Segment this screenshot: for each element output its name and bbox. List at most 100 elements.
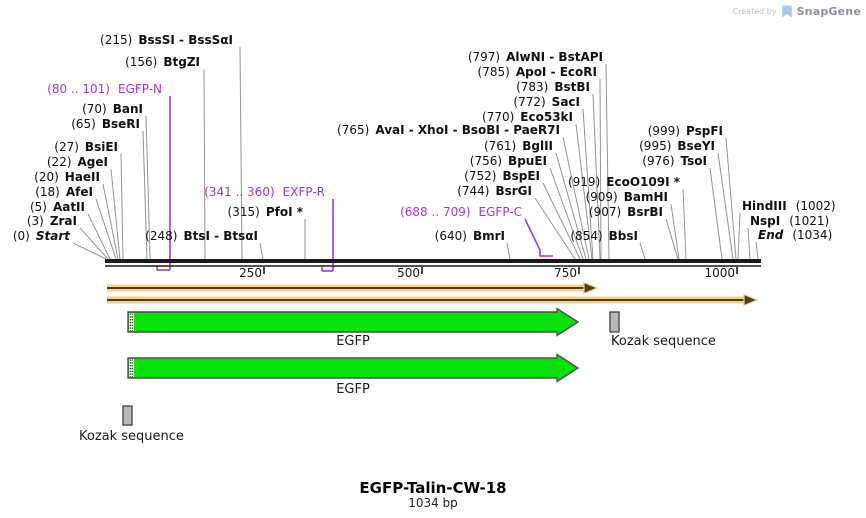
site-label-nspi[interactable]: NspI(1021) xyxy=(750,215,829,228)
label-name: BsiEI xyxy=(84,140,118,154)
label-position: (341 .. 360) xyxy=(204,185,275,199)
site-label-bspei[interactable]: (752)BspEI xyxy=(464,170,540,183)
label-name: BpuEI xyxy=(508,154,547,168)
site-label-bsssi[interactable]: (215)BssSI - BssSαI xyxy=(100,34,233,47)
site-label-end[interactable]: End(1034) xyxy=(758,229,832,242)
site-label-tsoi[interactable]: (976)TsoI xyxy=(642,155,707,168)
enzyme-leader-line xyxy=(747,227,751,260)
label-name: ZraI xyxy=(49,214,77,228)
site-label-start[interactable]: (0) Start xyxy=(13,230,70,243)
site-label-pspfi[interactable]: (999)PspFI xyxy=(648,125,723,138)
label-position: (772) xyxy=(513,95,546,109)
label-position: (0) xyxy=(12,229,30,243)
site-label-bseyi[interactable]: (995)BseYI xyxy=(639,140,715,153)
label-name: BstBI xyxy=(554,80,590,94)
site-label-ecoo109i[interactable]: (919)EcoO109I * xyxy=(568,176,680,189)
site-label-bmri[interactable]: (640)BmrI xyxy=(435,230,505,243)
label-name: HindIII xyxy=(742,199,787,213)
site-label-pfoi[interactable]: (315)PfoI * xyxy=(228,206,303,219)
snapgene-brand: SnapGene xyxy=(796,5,861,18)
label-position: (756) xyxy=(469,154,503,168)
site-label-saci[interactable]: (772) SacI xyxy=(513,96,580,109)
site-label-bbsi[interactable]: (854)BbsI xyxy=(570,230,638,243)
enzyme-leader-line xyxy=(102,183,119,260)
primer-label-exfp-r[interactable]: (341 .. 360) EXFP-R xyxy=(204,186,325,199)
site-label-agei[interactable]: (22) AgeI xyxy=(47,156,108,169)
label-name: Eco53kI xyxy=(520,110,573,124)
frame-arrow-head xyxy=(583,281,599,295)
site-label-bpuei[interactable]: (756) BpuEI xyxy=(470,155,547,168)
plasmid-length: 1034 bp xyxy=(408,496,458,510)
site-label-bsrbi[interactable]: (907)BsrBI xyxy=(589,206,663,219)
ruler-tick-label: 750 xyxy=(554,266,577,280)
site-label-haeii[interactable]: (20) HaeII xyxy=(34,171,100,184)
label-position: (785) xyxy=(477,65,510,79)
label-position: (20) xyxy=(34,170,59,184)
site-label-btsi[interactable]: (248) BtsI - BtsαI xyxy=(145,230,258,243)
label-name: HaeII xyxy=(64,170,100,184)
enzyme-leader-line xyxy=(72,242,107,260)
kozak-sequence-box[interactable] xyxy=(122,405,133,426)
label-position: (70) xyxy=(82,102,107,116)
kozak-sequence-box[interactable] xyxy=(609,311,620,333)
egfp-feature-arrow[interactable] xyxy=(127,307,580,337)
enzyme-leader-line xyxy=(562,136,590,260)
label-name: AgeI xyxy=(77,155,108,169)
enzyme-leader-line xyxy=(110,168,121,260)
site-label-zrai[interactable]: (3)ZraI xyxy=(27,215,77,228)
label-position: (744) xyxy=(457,184,490,198)
label-name: PfoI * xyxy=(265,205,303,219)
label-position: (248) xyxy=(145,229,178,243)
label-position: (797) xyxy=(467,50,501,64)
label-name: AlwNI - BstAPI xyxy=(506,50,603,64)
ruler-tick-label: 500 xyxy=(397,266,420,280)
primer-label-egfp-c[interactable]: (688 .. 709)EGFP-C xyxy=(400,206,522,219)
enzyme-leader-line xyxy=(542,182,581,260)
label-name: EXFP-R xyxy=(282,185,325,199)
enzyme-leader-line xyxy=(259,242,264,260)
site-label-bsiei[interactable]: (27)BsiEI xyxy=(54,141,118,154)
site-label-apoi[interactable]: (785)ApoI - EcoRI xyxy=(478,66,597,79)
label-name: EGFP-C xyxy=(478,205,522,219)
enzyme-leader-line xyxy=(549,167,584,260)
site-label-bstbi[interactable]: (783)BstBI xyxy=(516,81,590,94)
label-name: AfeI xyxy=(65,185,93,199)
site-label-btgzi[interactable]: (156)BtgZI xyxy=(125,56,200,69)
label-name: BspEI xyxy=(502,169,540,183)
egfp-feature-label: EGFP xyxy=(336,334,370,349)
site-label-afei[interactable]: (18)AfeI xyxy=(35,186,93,199)
label-name: BanI xyxy=(112,102,143,116)
primer-label-egfp-n[interactable]: (80 .. 101)EGFP-N xyxy=(47,83,162,96)
label-position: (765) xyxy=(337,123,370,137)
label-position: (909) xyxy=(585,190,618,204)
enzyme-leader-line xyxy=(717,152,734,260)
label-position: (22) xyxy=(46,155,72,169)
egfp-feature-arrow[interactable] xyxy=(127,353,580,383)
label-name: AatII xyxy=(52,200,85,214)
label-position: (640) xyxy=(434,229,467,243)
site-label-avai[interactable]: (765) AvaI - XhoI - BsoBI - PaeR7I xyxy=(337,124,560,137)
site-label-bani[interactable]: (70) BanI xyxy=(82,103,143,116)
site-label-bamhi[interactable]: (909) BamHI xyxy=(585,191,668,204)
label-name: BsrBI xyxy=(627,205,663,219)
site-label-bsrgi[interactable]: (744)BsrGI xyxy=(457,185,532,198)
enzyme-leader-line xyxy=(582,108,594,260)
site-label-alwni[interactable]: (797) AlwNI - BstAPI xyxy=(468,51,603,64)
label-name: AvaI - XhoI - BsoBI - PaeR7I xyxy=(375,123,560,137)
site-label-eco53ki[interactable]: (770)Eco53kI xyxy=(482,111,573,124)
enzyme-leader-line xyxy=(120,153,124,260)
egfp-arrow-hatch-edge xyxy=(129,313,134,331)
enzyme-leader-line xyxy=(737,212,741,260)
label-name: SacI xyxy=(551,95,580,109)
label-name: BtsI - BtsαI xyxy=(183,229,258,243)
label-name: Start xyxy=(35,229,70,243)
label-name: BamHI xyxy=(623,190,668,204)
frame-arrow-head xyxy=(743,293,759,307)
label-position: (854) xyxy=(570,229,603,243)
site-label-bglii[interactable]: (761)BglII xyxy=(484,140,553,153)
site-label-aatii[interactable]: (5)AatII xyxy=(30,201,85,214)
site-label-bseri[interactable]: (65)BseRI xyxy=(71,118,140,131)
kozak-sequence-label: Kozak sequence xyxy=(79,429,184,444)
site-label-hindiii[interactable]: HindIII(1002) xyxy=(742,200,836,213)
